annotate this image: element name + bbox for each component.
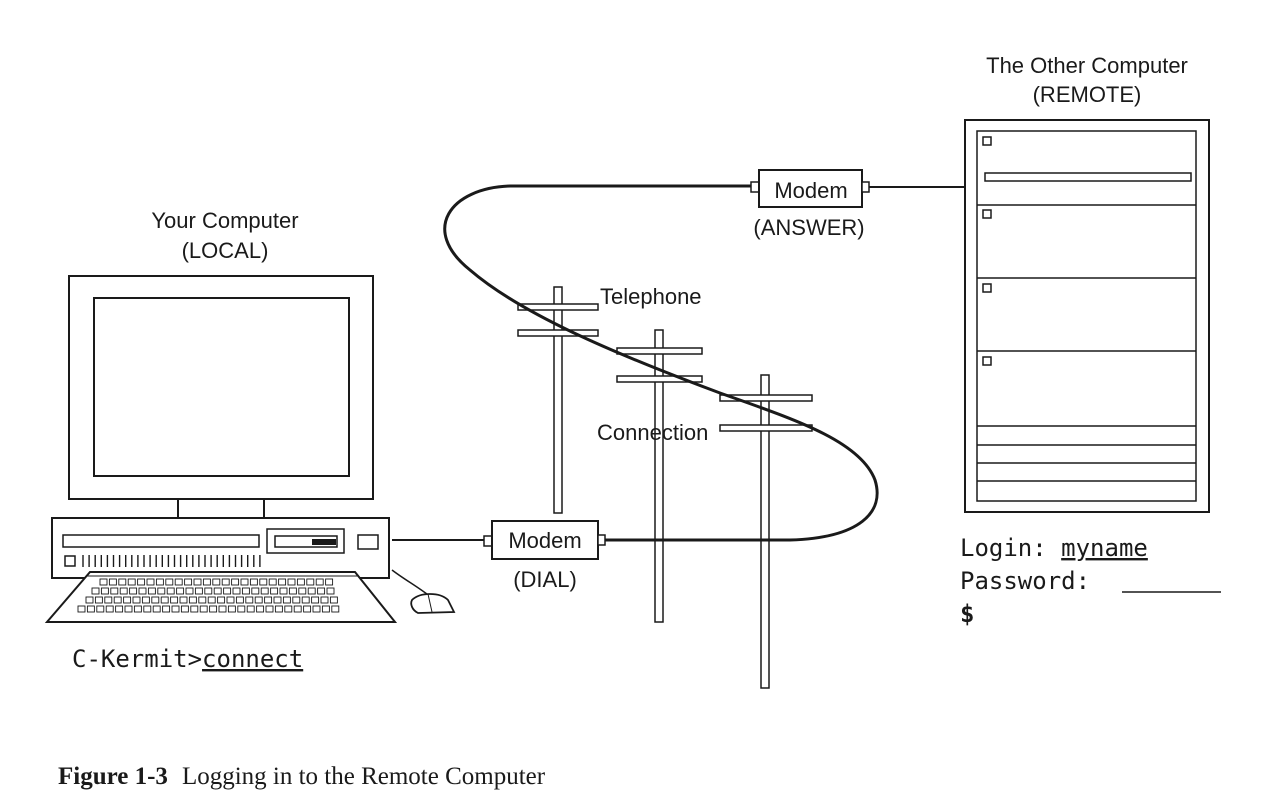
dial-modem: Modem (DIAL) xyxy=(483,520,606,592)
telephone-label: Telephone xyxy=(600,284,702,309)
figure-number: Figure 1-3 xyxy=(58,763,168,790)
power-button-shape xyxy=(357,534,379,550)
monitor-stand xyxy=(177,498,265,519)
telephone-wire xyxy=(443,184,879,542)
keyboard-keys xyxy=(77,578,340,613)
dial-modem-mode: (DIAL) xyxy=(513,567,577,592)
prompt-command: connect xyxy=(202,645,303,673)
figure-caption: Figure 1-3 Logging in to the Remote Compu… xyxy=(58,763,546,790)
keyboard xyxy=(44,571,398,623)
vent-grille xyxy=(82,555,261,567)
prompt-prefix: C-Kermit> xyxy=(72,645,202,673)
monitor xyxy=(68,275,374,519)
answer-modem-label: Modem xyxy=(774,178,847,203)
shell-prompt: $ xyxy=(960,600,974,628)
figure-caption-text: Logging in to the Remote Computer xyxy=(182,763,546,790)
dial-modem-label: Modem xyxy=(508,528,581,553)
monitor-screen xyxy=(93,297,350,477)
login-line: Login: myname xyxy=(960,534,1148,562)
answer-modem-mode: (ANSWER) xyxy=(753,215,864,240)
local-prompt: C-Kermit>connect xyxy=(72,645,303,673)
login-label: Login: xyxy=(960,534,1061,562)
telephone-pole-1 xyxy=(517,286,599,514)
local-computer: Your Computer (LOCAL) xyxy=(44,208,456,673)
remote-computer: The Other Computer (REMOTE) Login: mynam… xyxy=(960,53,1221,628)
answer-modem: Modem (ANSWER) xyxy=(750,169,870,240)
drive-slot xyxy=(62,534,260,548)
telephone-poles: Telephone Connection xyxy=(517,284,813,689)
system-unit xyxy=(51,517,390,579)
remote-title: The Other Computer xyxy=(986,53,1188,78)
password-label: Password: xyxy=(960,567,1090,595)
server-cabinet xyxy=(964,119,1210,513)
local-title: Your Computer xyxy=(151,208,298,233)
telephone-pole-2 xyxy=(616,329,703,623)
mouse xyxy=(391,569,456,614)
login-value: myname xyxy=(1061,534,1148,562)
local-subtitle: (LOCAL) xyxy=(182,238,269,263)
remote-subtitle: (REMOTE) xyxy=(1033,82,1142,107)
connection-label: Connection xyxy=(597,420,708,445)
